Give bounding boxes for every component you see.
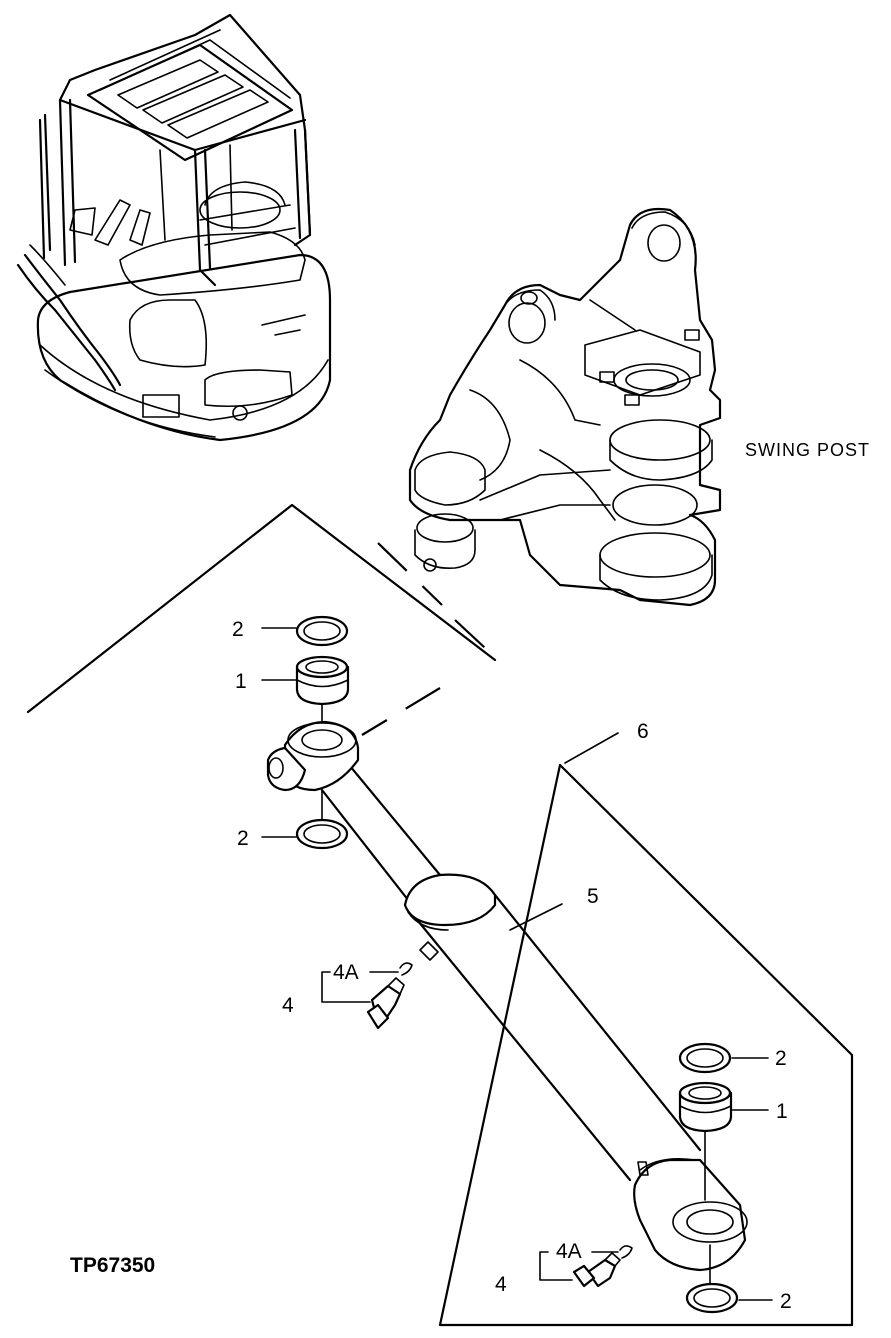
callout-assembly: 6 bbox=[637, 720, 649, 743]
callout-bushing-bottom: 1 bbox=[776, 1100, 788, 1123]
leader-lines bbox=[261, 627, 773, 1301]
assembly-outline bbox=[26, 503, 854, 1327]
alignment-line-bottom bbox=[704, 1130, 711, 1285]
grease-fitting-bottom bbox=[572, 1245, 633, 1288]
callout-fitting-bottom: 4 bbox=[495, 1273, 507, 1296]
callout-seal-top-lower: 2 bbox=[237, 827, 249, 850]
callout-seal-bottom-upper: 2 bbox=[775, 1047, 787, 1070]
callout-fitting-bottom-sub: 4A bbox=[556, 1240, 582, 1263]
cylinder-illustration bbox=[266, 720, 748, 1272]
swing-post-label: SWING POST bbox=[745, 440, 870, 460]
callout-bushing-top: 1 bbox=[235, 670, 247, 693]
grease-fitting-top bbox=[366, 962, 413, 1030]
swing-post-illustration bbox=[408, 207, 722, 607]
callout-fitting-top: 4 bbox=[282, 994, 294, 1017]
callout-seal-top-upper: 2 bbox=[232, 618, 244, 641]
seal-bottom-upper bbox=[678, 1042, 732, 1074]
bushing-top bbox=[295, 655, 350, 706]
seal-top-lower bbox=[295, 818, 349, 850]
callout-seal-bottom-lower: 2 bbox=[780, 1290, 792, 1313]
bushing-bottom bbox=[678, 1081, 733, 1133]
callout-cylinder: 5 bbox=[587, 885, 599, 908]
dashed-leader bbox=[361, 542, 499, 736]
excavator-illustration bbox=[16, 13, 332, 442]
seal-bottom-lower bbox=[685, 1282, 739, 1314]
callout-fitting-top-sub: 4A bbox=[333, 961, 359, 984]
figure-code: TP67350 bbox=[70, 1254, 155, 1277]
seal-top-upper bbox=[295, 615, 349, 647]
